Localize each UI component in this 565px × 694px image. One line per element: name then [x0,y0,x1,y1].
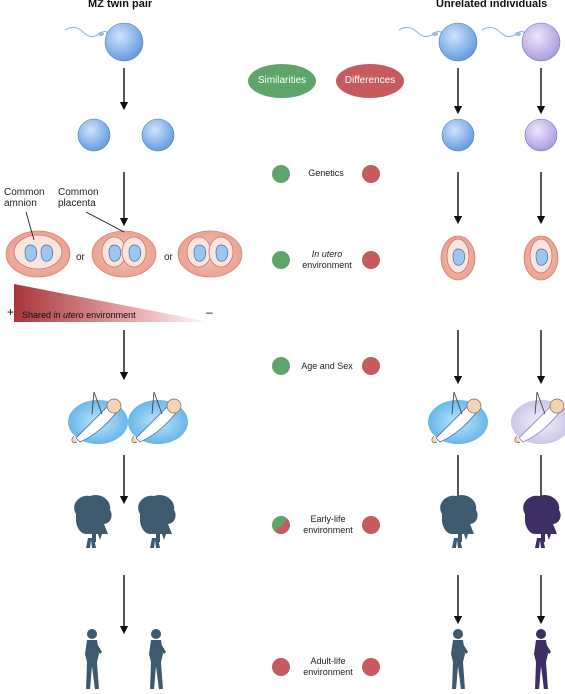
baby-unrelated-1-sling-2 [453,391,463,415]
similar-dot-genetics [272,165,290,183]
unrelated-zygote-2 [521,22,561,62]
factor-age-and-sex: Age and Sex [301,361,353,371]
shared-in-utero-label: Shared in utero environment [22,310,136,321]
pointer-common-placenta [85,211,125,233]
mz-embryo-2 [141,118,175,152]
header-mz-twin-pair: MZ twin pair [88,0,153,10]
placenta-unrelated-1-fetus [452,248,466,266]
mixed-dot-early-life [272,516,290,534]
shared-text-post: environment [83,310,136,320]
mz-embryo-1 [77,118,111,152]
header-unrelated-individuals: Unrelated individuals [436,0,548,10]
factor-in-utero-rest: environment [302,260,352,270]
unrelated-zygote-2-sperm-tail [481,26,527,38]
placenta-shared-amnion-fetus-1 [24,244,38,262]
shared-minus: – [206,305,213,319]
difference-dot-adult-life [362,658,380,676]
toddler-unrelated-2-legs [535,538,545,548]
factor-early-life: Early-life environment [303,514,353,535]
legend-differences: Differences [336,64,404,98]
factor-adult-life: Adult-life environment [303,656,353,677]
adult-mz-2-arm [158,642,166,654]
adult-mz-2-body [149,640,163,690]
unrelated-embryo-1 [441,118,475,152]
toddler-unrelated-1 [440,494,478,542]
placenta-separate-fetus-2 [215,244,229,262]
shared-plus: + [7,305,15,319]
similar-dot-age-sex [272,357,290,375]
factor-in-utero-italic: In utero [311,249,343,259]
placenta-separate-fetus-1 [193,244,207,262]
unrelated-zygote-2-sperm-head [515,32,521,36]
baby-mz-2-foot [131,435,138,443]
placenta-shared-fetus-1 [108,244,122,262]
label-common-placenta: Common placenta [58,187,99,209]
adult-mz-1-body [85,640,99,690]
label-common-amnion: Common amnion [4,187,45,209]
difference-dot-adult-life-left [272,658,290,676]
adult-unrelated-1-head [453,629,463,639]
difference-dot-early-life [362,516,380,534]
shared-text-italic: in utero [53,310,84,320]
toddler-unrelated-1-legs [452,538,462,548]
unrelated-zygote-1 [438,22,478,62]
factor-in-utero: In utero environment [294,249,360,271]
label-or-2: or [164,252,173,263]
baby-unrelated-1-sling-1 [451,391,455,415]
baby-mz-2-sling-1 [151,391,155,415]
adult-mz-1-arm [94,642,102,654]
baby-mz-2-sling-2 [153,391,163,415]
baby-mz-1-foot [71,435,78,443]
mz-zygote-sperm-tail [64,26,110,38]
placenta-shared-amnion-fetus-2 [40,244,54,262]
mz-zygote [104,22,144,62]
difference-dot-in-utero [362,251,380,269]
adult-unrelated-1-body [451,640,465,690]
baby-mz-2-head [166,398,182,414]
baby-mz-1-sling-2 [93,391,103,415]
difference-dot-age-sex [362,357,380,375]
toddler-mz-2-legs [150,538,160,548]
label-or-1: or [76,252,85,263]
adult-unrelated-2-head [536,629,546,639]
shared-in-utero-gradient [14,284,210,322]
toddler-mz-1 [74,494,112,542]
similar-dot-in-utero [272,251,290,269]
toddler-unrelated-2 [523,494,561,542]
baby-unrelated-1-head [466,398,482,414]
factor-genetics: Genetics [308,168,344,178]
baby-unrelated-2-foot [514,435,521,443]
placenta-shared-amnion-amnion [13,234,63,270]
pointer-common-amnion [25,211,35,241]
adult-unrelated-2-body [534,640,548,690]
unrelated-zygote-1-sperm-head [432,32,438,36]
mz-zygote-sperm-head [98,32,104,36]
baby-unrelated-2-sling-1 [534,391,538,415]
baby-mz-1-head [106,398,122,414]
adult-unrelated-1-arm [460,642,468,654]
shared-text-pre: Shared [22,310,54,320]
baby-unrelated-2-sling-2 [536,391,546,415]
unrelated-embryo-2 [524,118,558,152]
baby-mz-1-sling-1 [91,391,95,415]
adult-mz-2-head [151,629,161,639]
difference-dot-genetics [362,165,380,183]
placenta-shared-fetus-2 [128,244,142,262]
baby-unrelated-1-foot [431,435,438,443]
unrelated-zygote-1-sperm-tail [398,26,444,38]
baby-unrelated-2-head [549,398,565,414]
toddler-mz-1-legs [86,538,96,548]
adult-unrelated-2-arm [543,642,551,654]
placenta-unrelated-2-fetus [535,248,549,266]
adult-mz-1-head [87,629,97,639]
legend-similarities: Similarities [248,64,316,98]
toddler-mz-2 [138,494,176,542]
